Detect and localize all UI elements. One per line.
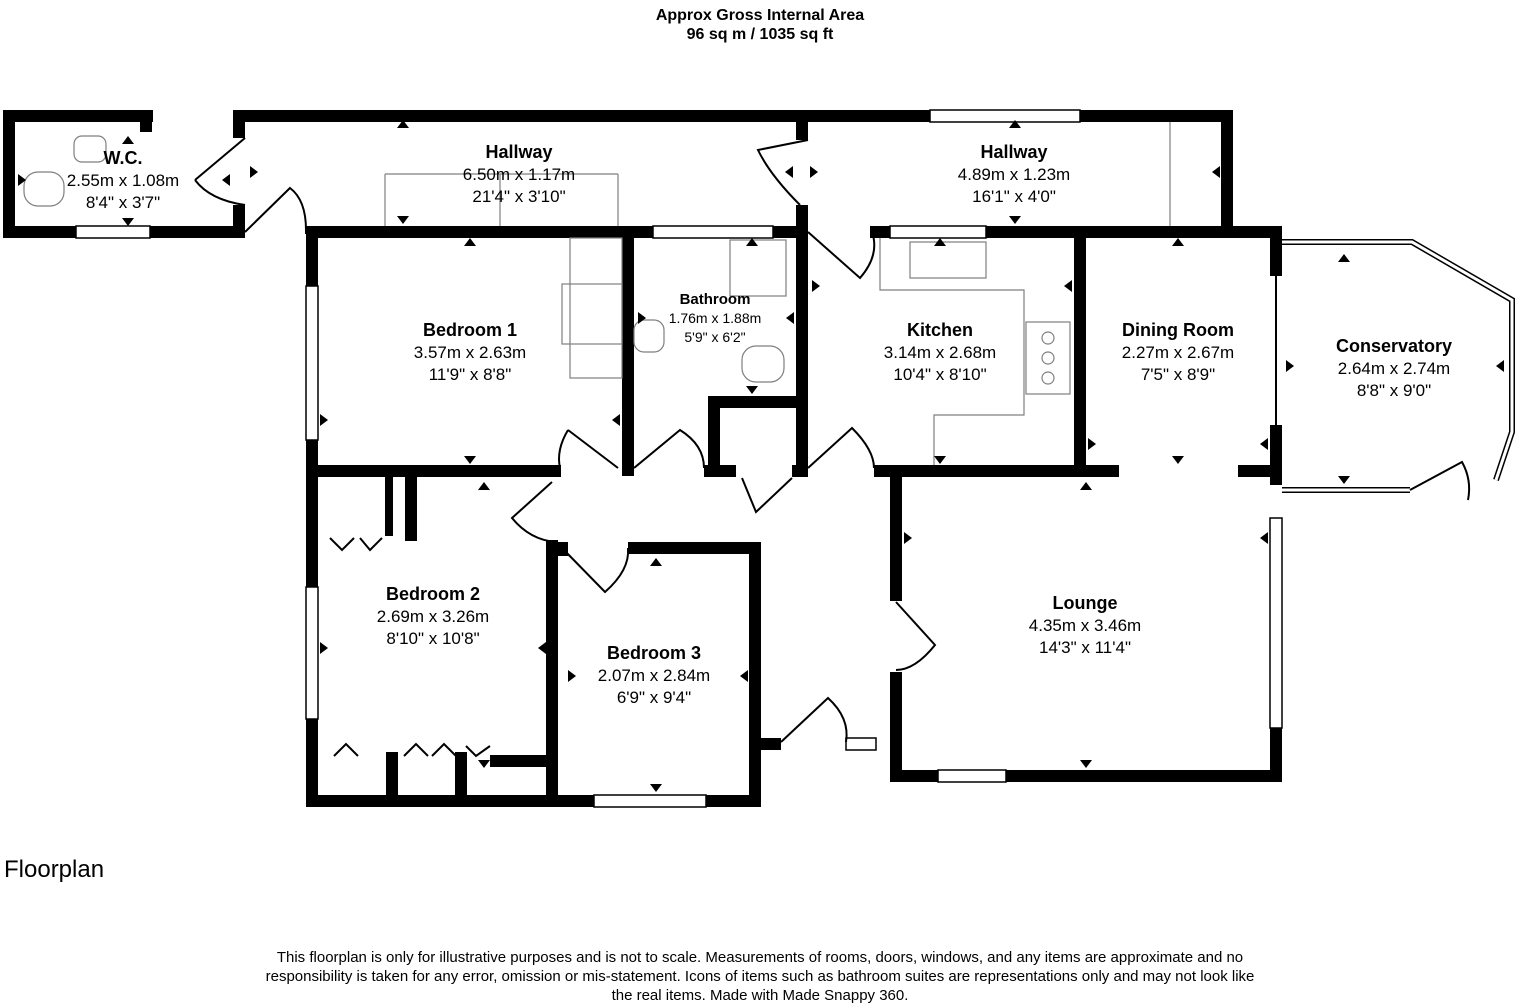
room-metric: 4.89m x 1.23m	[958, 165, 1070, 184]
room-name: Bedroom 1	[423, 320, 517, 340]
room-bathroom: Bathroom 1.76m x 1.88m 5'9" x 6'2"	[669, 291, 762, 345]
room-imperial: 6'9" x 9'4"	[617, 688, 691, 707]
room-name: W.C.	[104, 148, 143, 168]
room-imperial: 8'4" x 3'7"	[86, 193, 160, 212]
room-bedroom-3: Bedroom 3 2.07m x 2.84m 6'9" x 9'4"	[598, 643, 710, 707]
room-name: Kitchen	[907, 320, 973, 340]
room-labels: W.C. 2.55m x 1.08m 8'4" x 3'7" Hallway 6…	[67, 142, 1452, 707]
room-lounge: Lounge 4.35m x 3.46m 14'3" x 11'4"	[1029, 593, 1141, 657]
room-imperial: 10'4" x 8'10"	[893, 365, 986, 384]
room-imperial: 14'3" x 11'4"	[1039, 638, 1131, 657]
room-metric: 6.50m x 1.17m	[463, 165, 575, 184]
room-metric: 3.57m x 2.63m	[414, 343, 526, 362]
room-bedroom-1: Bedroom 1 3.57m x 2.63m 11'9" x 8'8"	[414, 320, 526, 384]
room-imperial: 8'8" x 9'0"	[1357, 381, 1431, 400]
room-imperial: 7'5" x 8'9"	[1141, 365, 1215, 384]
room-name: Bathroom	[680, 291, 751, 308]
basin-icon	[633, 319, 665, 353]
room-hallway-right: Hallway 4.89m x 1.23m 16'1" x 4'0"	[958, 142, 1070, 206]
shower-tray-icon	[729, 239, 787, 297]
room-name: Dining Room	[1122, 320, 1234, 340]
room-metric: 2.55m x 1.08m	[67, 171, 179, 190]
room-metric: 1.76m x 1.88m	[669, 310, 762, 326]
room-name: Bedroom 2	[386, 584, 480, 604]
measurement-arrows	[18, 120, 1504, 792]
room-hallway-left: Hallway 6.50m x 1.17m 21'4" x 3'10"	[463, 142, 575, 206]
room-metric: 2.64m x 2.74m	[1338, 359, 1450, 378]
room-metric: 2.69m x 3.26m	[377, 607, 489, 626]
room-name: Bedroom 3	[607, 643, 701, 663]
hob-icon	[1025, 321, 1071, 395]
area-value: 96 sq m / 1035 sq ft	[686, 26, 834, 43]
floorplan-label: Floorplan	[4, 856, 105, 883]
toilet-icon	[741, 345, 785, 383]
room-wc: W.C. 2.55m x 1.08m 8'4" x 3'7"	[67, 148, 179, 212]
room-imperial: 5'9" x 6'2"	[684, 329, 745, 345]
room-metric: 3.14m x 2.68m	[884, 343, 996, 362]
room-kitchen: Kitchen 3.14m x 2.68m 10'4" x 8'10"	[884, 320, 996, 384]
room-metric: 4.35m x 3.46m	[1029, 616, 1141, 635]
room-bedroom-2: Bedroom 2 2.69m x 3.26m 8'10" x 10'8"	[377, 584, 489, 648]
room-dining-room: Dining Room 2.27m x 2.67m 7'5" x 8'9"	[1122, 320, 1234, 384]
area-title: Approx Gross Internal Area	[655, 7, 865, 24]
room-conservatory: Conservatory 2.64m x 2.74m 8'8" x 9'0"	[1336, 336, 1452, 400]
room-imperial: 21'4" x 3'10"	[472, 187, 565, 206]
room-imperial: 16'1" x 4'0"	[972, 187, 1056, 206]
room-name: Conservatory	[1336, 336, 1452, 356]
windows	[75, 109, 1515, 808]
room-imperial: 11'9" x 8'8"	[429, 365, 512, 384]
room-metric: 2.07m x 2.84m	[598, 666, 710, 685]
room-metric: 2.27m x 2.67m	[1122, 343, 1234, 362]
sink-icon	[909, 241, 987, 279]
room-name: Hallway	[485, 142, 552, 162]
room-name: Hallway	[980, 142, 1047, 162]
kitchen-counter	[879, 238, 1025, 465]
disclaimer-text: This floorplan is only for illustrative …	[265, 949, 1255, 1004]
wc-toilet-icon	[23, 171, 65, 207]
room-name: Lounge	[1053, 593, 1118, 613]
room-imperial: 8'10" x 10'8"	[386, 629, 479, 648]
wc-basin-icon	[73, 135, 107, 163]
fixtures	[23, 122, 1171, 465]
doors	[194, 137, 1471, 758]
wardrobe-icon	[569, 237, 623, 379]
